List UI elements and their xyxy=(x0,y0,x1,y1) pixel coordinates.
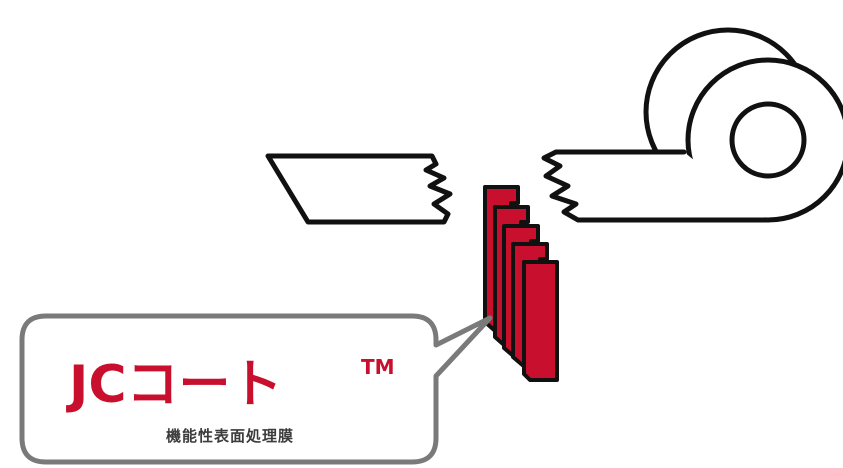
brand-subtitle: 機能性表面処理膜 xyxy=(166,427,294,445)
left-film-strip xyxy=(265,153,453,225)
callout-bubble xyxy=(19,313,493,465)
trademark-mark: TM xyxy=(361,355,395,379)
brand-title: JCコート xyxy=(66,355,283,415)
film-roll xyxy=(643,27,843,223)
coating-layers xyxy=(483,185,559,382)
coating-layer-5 xyxy=(522,260,559,382)
right-film-strip xyxy=(541,149,771,223)
film-roll-core xyxy=(729,101,807,179)
